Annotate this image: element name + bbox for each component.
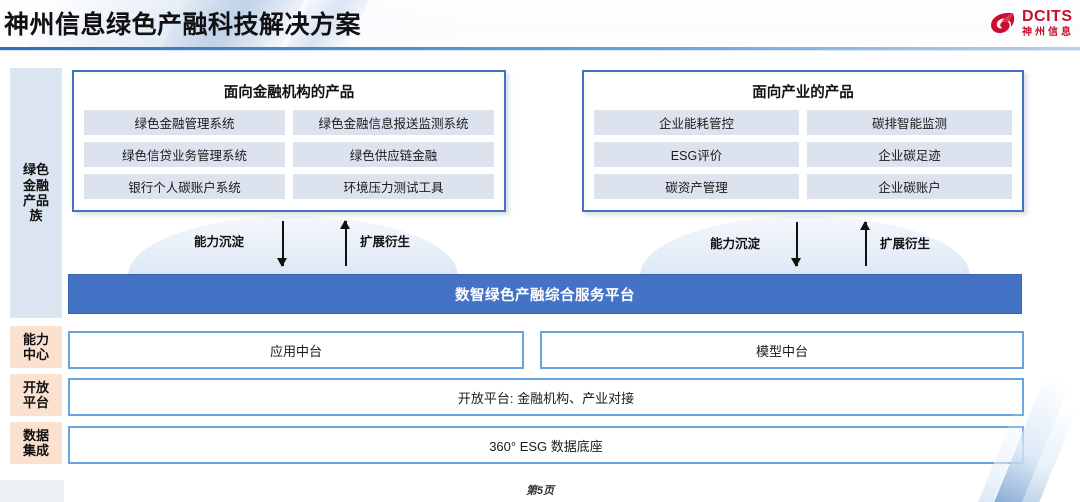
capability-box-label: 应用中台 [269, 343, 322, 359]
flow-label-capability-precipitation-2: 能力沉淀 [710, 237, 761, 251]
open-platform-box[interactable]: 开放平台: 金融机构、产业对接 [68, 378, 1024, 416]
logo-text-cn: 神州信息 [1022, 26, 1074, 38]
header-divider [0, 47, 1080, 50]
capability-box-application-middle-platform[interactable]: 应用中台 [68, 331, 524, 369]
flow-arrow-down-2 [791, 222, 802, 267]
sidebar-item-label: 开放平台 [22, 379, 49, 410]
sidebar-item-label: 数据集成 [22, 427, 49, 458]
product-chip[interactable]: 环境压力测试工具 [293, 174, 494, 199]
brand-logo: DCITS 神州信息 [989, 6, 1074, 40]
capability-box-label: 模型中台 [755, 343, 808, 359]
platform-bar[interactable]: 数智绿色产融综合服务平台 [68, 274, 1022, 314]
panel-title: 面向金融机构的产品 [223, 85, 355, 101]
panel-title: 面向产业的产品 [752, 85, 854, 101]
product-chip[interactable]: 碳排智能监测 [807, 110, 1012, 135]
product-chip-grid: 绿色金融管理系统 绿色金融信息报送监测系统 绿色信贷业务管理系统 绿色供应链金融… [74, 110, 504, 209]
product-chip[interactable]: 绿色供应链金融 [293, 142, 494, 167]
sidebar-item-label: 能力中心 [22, 331, 49, 362]
product-chip[interactable]: 绿色金融信息报送监测系统 [293, 110, 494, 135]
dcits-swirl-logo-icon [991, 12, 1015, 34]
data-integration-label: 360° ESG 数据底座 [489, 438, 603, 454]
panel-industry-products: 面向产业的产品 企业能耗管控 碳排智能监测 ESG评价 企业碳足迹 碳资产管理 … [582, 70, 1024, 212]
product-chip[interactable]: 碳资产管理 [594, 174, 799, 199]
flow-arrow-up-2 [860, 221, 871, 266]
panel-financial-institution-products: 面向金融机构的产品 绿色金融管理系统 绿色金融信息报送监测系统 绿色信贷业务管理… [72, 70, 506, 212]
page-number: 第5页 [525, 485, 555, 497]
slide-header: 神州信息绿色产融科技解决方案 DCITS 神州信息 [0, 0, 1080, 50]
capability-box-model-middle-platform[interactable]: 模型中台 [540, 331, 1024, 369]
data-integration-box[interactable]: 360° ESG 数据底座 [68, 426, 1024, 464]
product-chip[interactable]: 绿色信贷业务管理系统 [84, 142, 285, 167]
product-chip[interactable]: 企业能耗管控 [594, 110, 799, 135]
product-chip[interactable]: 绿色金融管理系统 [84, 110, 285, 135]
header-divider-shadow [0, 50, 1080, 51]
flow-arrow-up [340, 220, 351, 266]
product-chip[interactable]: 企业碳足迹 [807, 142, 1012, 167]
logo-text-en: DCITS [1022, 7, 1073, 25]
sidebar-item-capability-center[interactable]: 能力中心 [10, 326, 62, 368]
sidebar-item-green-finance-products[interactable]: 绿色金融产品族 [10, 68, 62, 318]
flow-label-extension-derivation-2: 扩展衍生 [880, 237, 931, 251]
flow-label-extension-derivation: 扩展衍生 [360, 235, 411, 249]
product-chip[interactable]: 企业碳账户 [807, 174, 1012, 199]
bottom-left-decoration [0, 480, 64, 502]
sidebar-item-data-integration[interactable]: 数据集成 [10, 422, 62, 464]
product-chip-grid: 企业能耗管控 碳排智能监测 ESG评价 企业碳足迹 碳资产管理 企业碳账户 [584, 110, 1022, 209]
open-platform-label: 开放平台: 金融机构、产业对接 [457, 390, 635, 406]
page-title: 神州信息绿色产融科技解决方案 [4, 11, 362, 39]
sidebar-item-open-platform[interactable]: 开放平台 [10, 374, 62, 416]
platform-bar-label: 数智绿色产融综合服务平台 [455, 287, 635, 304]
flow-label-capability-precipitation: 能力沉淀 [194, 235, 245, 249]
flow-arrow-down [277, 221, 288, 267]
sidebar-item-label: 绿色金融产品族 [22, 162, 49, 224]
product-chip[interactable]: ESG评价 [594, 142, 799, 167]
product-chip[interactable]: 银行个人碳账户系统 [84, 174, 285, 199]
